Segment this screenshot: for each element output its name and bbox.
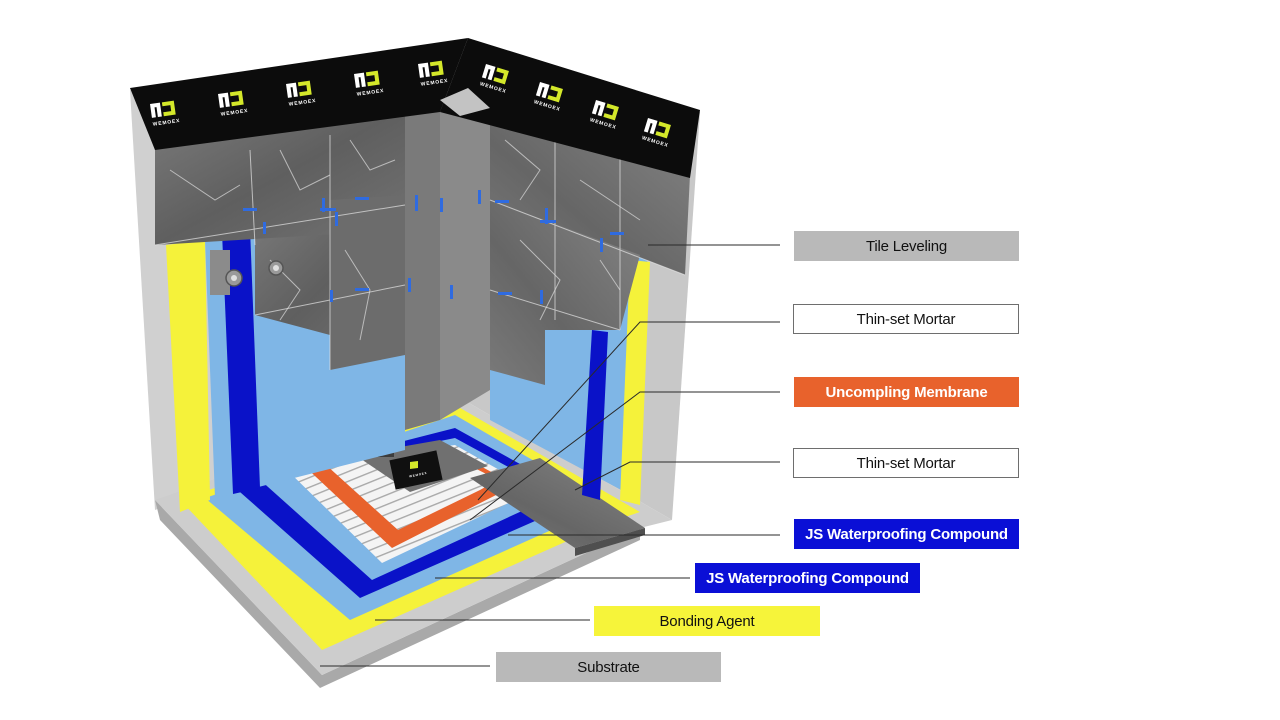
label-js-waterproofing-upper: JS Waterproofing Compound (794, 519, 1019, 549)
label-js-waterproofing-lower: JS Waterproofing Compound (695, 563, 920, 593)
floor-drain-logo (410, 461, 418, 469)
label-substrate: Substrate (496, 652, 721, 682)
label-thinset-mortar-upper: Thin-set Mortar (793, 304, 1019, 334)
corner-column (405, 100, 440, 430)
label-tile-leveling: Tile Leveling (794, 231, 1019, 261)
left-wall-tile-mid (330, 195, 405, 370)
label-bonding-agent: Bonding Agent (594, 606, 820, 636)
label-thinset-mortar-lower: Thin-set Mortar (793, 448, 1019, 478)
corner-column-face (440, 100, 490, 420)
wall-niche (210, 250, 230, 295)
label-uncompling-membrane: Uncompling Membrane (794, 377, 1019, 407)
